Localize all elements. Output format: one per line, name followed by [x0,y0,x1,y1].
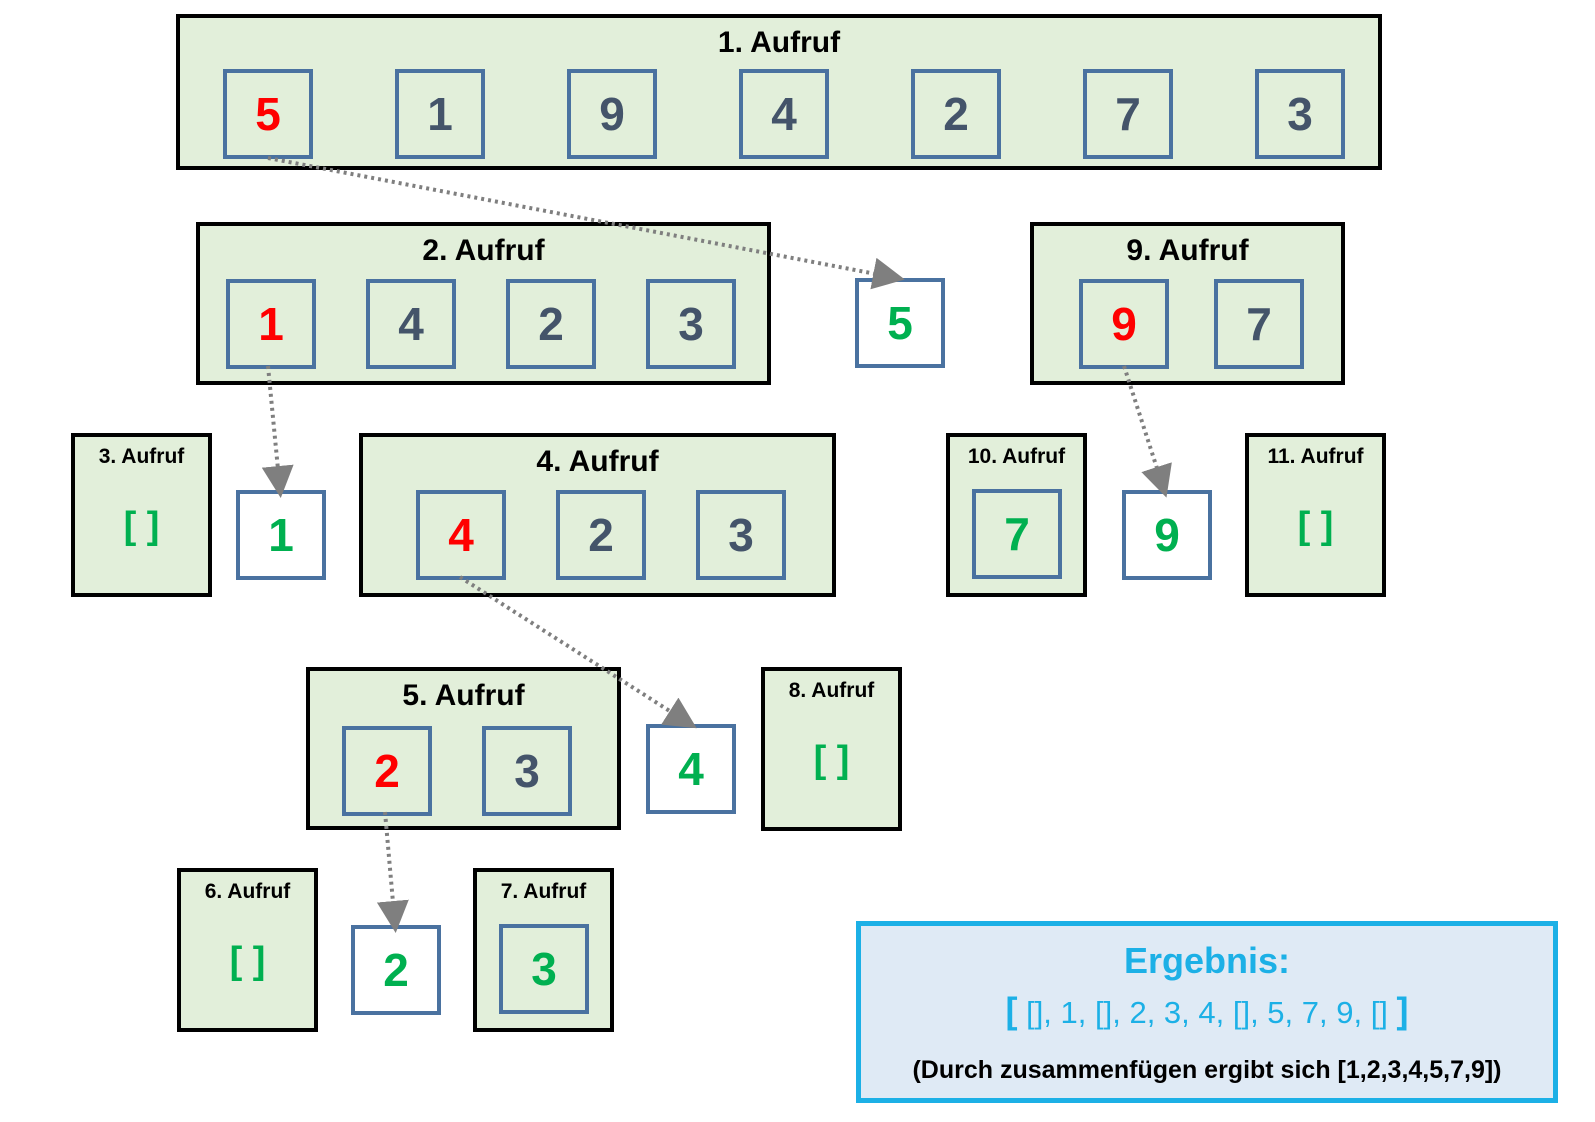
result-list: [ [], 1, [], 2, 3, 4, [], 5, 7, 9, [] ] [861,990,1553,1032]
value-cell: 1 [395,69,485,159]
result-title: Ergebnis: [1123,940,1291,981]
value-cell: 7 [1214,279,1304,369]
value-cell: 3 [482,726,572,816]
empty-list: [ ] [229,940,266,982]
pivot-cell: 2 [342,726,432,816]
call-box-5: 5. Aufruf 2 3 [306,667,621,830]
pivot-cell: 1 [226,279,316,369]
result-box: Ergebnis: [ [], 1, [], 2, 3, 4, [], 5, 7… [856,921,1558,1103]
call-title: 8. Aufruf [788,679,875,702]
pivot-result-2: 2 [351,925,441,1015]
call-title: 11. Aufruf [1267,445,1364,468]
result-note: (Durch zusammenfügen ergibt sich [1,2,3,… [912,1056,1502,1084]
call-box-7: 7. Aufruf 3 [473,868,614,1032]
call-title: 2. Aufruf [422,234,545,267]
result-close-bracket: ] [1396,990,1409,1031]
call-box-4: 4. Aufruf 4 2 3 [359,433,836,597]
pivot-cell: 4 [416,490,506,580]
pivot-result-4: 4 [646,724,736,814]
empty-list: [ ] [813,739,850,781]
value-cell: 7 [1083,69,1173,159]
value-cell: 3 [499,924,589,1014]
value-cell: 2 [911,69,1001,159]
call-title: 3. Aufruf [98,445,185,468]
call-box-2: 2. Aufruf 1 4 2 3 [196,222,771,385]
value-cell: 2 [506,279,596,369]
value-cell: 9 [567,69,657,159]
pivot-result-9: 9 [1122,490,1212,580]
pivot-result-5: 5 [855,278,945,368]
result-items: [], 1, [], 2, 3, 4, [], 5, 7, 9, [] [1026,995,1388,1030]
call-box-9: 9. Aufruf 9 7 [1030,222,1345,385]
value-cell: 3 [1255,69,1345,159]
call-box-11: 11. Aufruf [ ] [1245,433,1386,597]
call-box-6: 6. Aufruf [ ] [177,868,318,1032]
value-cell: 7 [972,489,1062,579]
pivot-cell: 9 [1079,279,1169,369]
call-box-8: 8. Aufruf [ ] [761,667,902,831]
call-title: 1. Aufruf [717,26,841,59]
value-cell: 2 [556,490,646,580]
value-cell: 4 [739,69,829,159]
value-cell: 3 [696,490,786,580]
call-title: 9. Aufruf [1126,234,1249,267]
call-title: 5. Aufruf [402,679,525,712]
value-cell: 3 [646,279,736,369]
result-open-bracket: [ [1005,990,1018,1031]
pivot-result-1: 1 [236,490,326,580]
call-title: 10. Aufruf [967,445,1066,468]
call-title: 6. Aufruf [204,880,291,903]
value-cell: 4 [366,279,456,369]
call-box-10: 10. Aufruf 7 [946,433,1087,597]
call-title: 4. Aufruf [536,445,659,478]
empty-list: [ ] [1297,505,1334,547]
empty-list: [ ] [123,505,160,547]
pivot-cell: 5 [223,69,313,159]
call-box-1: 1. Aufruf 5 1 9 4 2 7 3 [176,14,1382,170]
call-box-3: 3. Aufruf [ ] [71,433,212,597]
call-title: 7. Aufruf [500,880,587,903]
